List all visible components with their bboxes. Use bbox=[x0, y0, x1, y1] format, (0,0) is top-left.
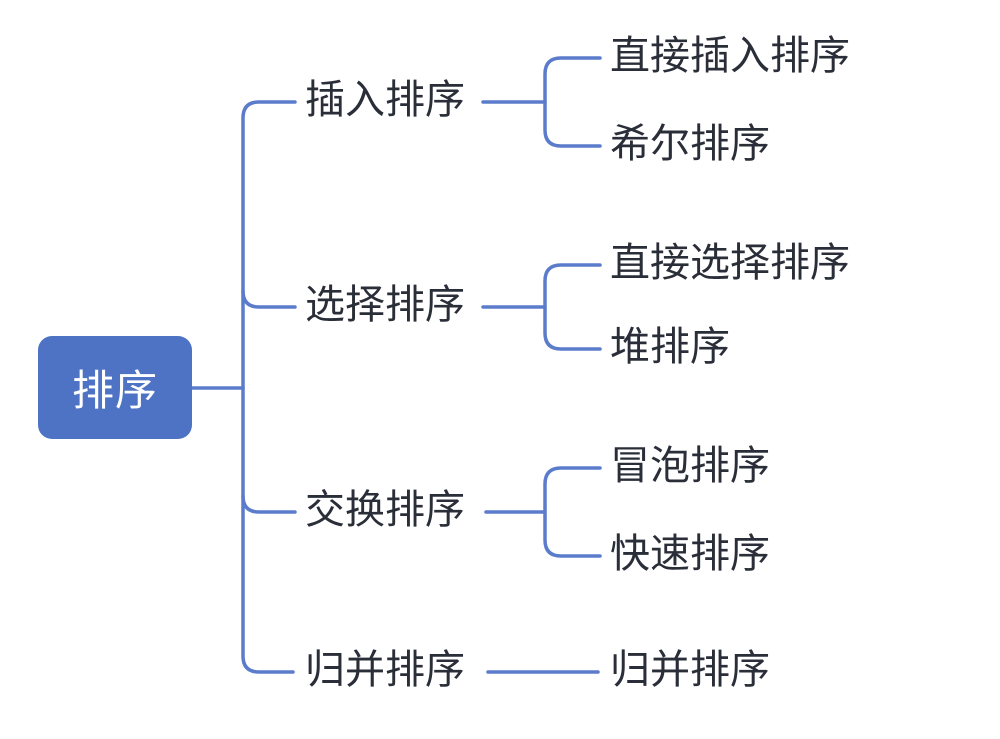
root-node-sorting[interactable]: 排序 bbox=[38, 336, 192, 439]
leaf-node-bubble-sort[interactable]: 冒泡排序 bbox=[610, 444, 770, 489]
leaf-node-direct-insertion-sort[interactable]: 直接插入排序 bbox=[610, 34, 850, 79]
connector-branch2-tee bbox=[241, 289, 297, 309]
connector-trunk bbox=[241, 100, 297, 674]
leaf-node-merge-sort[interactable]: 归并排序 bbox=[610, 648, 770, 693]
connector-branch1-bracket bbox=[543, 56, 602, 148]
branch-node-insertion-sort[interactable]: 插入排序 bbox=[305, 78, 465, 123]
connector-branch3-bracket bbox=[543, 466, 602, 558]
leaf-node-direct-selection-sort[interactable]: 直接选择排序 bbox=[610, 241, 850, 286]
branch-node-merge-sort[interactable]: 归并排序 bbox=[305, 648, 465, 693]
leaf-node-quick-sort[interactable]: 快速排序 bbox=[610, 532, 770, 577]
connector-branch3-tee bbox=[241, 494, 297, 514]
branch-node-selection-sort[interactable]: 选择排序 bbox=[305, 283, 465, 328]
leaf-node-heap-sort[interactable]: 堆排序 bbox=[610, 325, 730, 370]
leaf-node-shell-sort[interactable]: 希尔排序 bbox=[610, 122, 770, 167]
connector-branch2-bracket bbox=[543, 263, 602, 351]
branch-node-exchange-sort[interactable]: 交换排序 bbox=[305, 488, 465, 533]
